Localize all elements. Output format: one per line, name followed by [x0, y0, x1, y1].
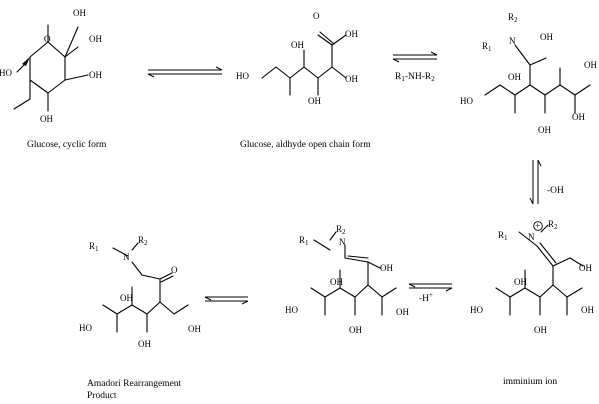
glucose-cyclic-structure — [13, 24, 89, 112]
equilibrium-arrow-2 — [392, 51, 438, 63]
caption-imminium: imminium ion — [503, 377, 557, 387]
condition-minus-oh: -OH — [547, 186, 564, 196]
imminium-r2: R2 — [548, 219, 558, 231]
glucose-open-ho-6: HO — [236, 71, 249, 81]
imminium-oh-2: OH — [514, 277, 527, 287]
caption-amadori-line1: Amadori Rearrangement — [87, 379, 182, 389]
equilibrium-arrow-3 — [529, 159, 542, 205]
imminium-oh-3: OH — [581, 305, 594, 315]
amadori-oh-1: OH — [120, 293, 133, 303]
carbinolamine-r2: R2 — [508, 12, 518, 24]
enol-structure — [310, 231, 397, 316]
glucose-cyclic-ring-o: O — [44, 34, 51, 44]
carbinolamine-r1: R1 — [482, 41, 492, 53]
glucose-cyclic-oh-2: OH — [89, 34, 102, 44]
carbinolamine-oh-4: OH — [572, 112, 585, 122]
glucose-open-oh-4: OH — [345, 74, 358, 84]
enol-r2: R2 — [336, 224, 346, 236]
carbinolamine-oh-5: OH — [538, 125, 551, 135]
glucose-open-o-aldehyde: O — [313, 11, 320, 21]
carbinolamine-structure — [484, 44, 591, 114]
equilibrium-arrow-4 — [408, 283, 453, 292]
imminium-ion-structure — [495, 224, 584, 316]
glucose-open-oh-2: OH — [345, 29, 358, 39]
amadori-n: N — [123, 252, 130, 262]
enol-n: N — [339, 237, 346, 247]
amadori-r1: R1 — [89, 241, 99, 253]
equilibrium-arrow-5 — [204, 296, 249, 305]
equilibrium-arrow-1 — [147, 66, 223, 78]
carbinolamine-n: N — [509, 36, 516, 46]
amadori-oh-2: OH — [188, 324, 201, 334]
caption-glucose-cyclic: Glucose, cyclic form — [27, 139, 107, 150]
carbinolamine-oh-2: OH — [584, 60, 597, 70]
imminium-plus: + — [535, 221, 540, 231]
glucose-cyclic-oh-1: OH — [73, 8, 86, 18]
condition-amine: R1-NH-R2 — [395, 72, 435, 83]
glucose-cyclic-oh-4: OH — [40, 114, 53, 124]
enol-r1: R1 — [299, 235, 309, 247]
carbinolamine-ho-6: HO — [460, 96, 473, 106]
glucose-cyclic-ho-6: HO — [0, 68, 12, 78]
caption-glucose-open: Glucose, aldhyde open chain form — [240, 139, 371, 150]
imminium-n: N — [528, 232, 535, 242]
caption-amadori-line2: Product — [87, 391, 117, 401]
enol-ho-6: HO — [285, 305, 298, 315]
amadori-product-structure — [102, 242, 189, 333]
imminium-oh-1: OH — [579, 263, 592, 273]
carbinolamine-oh-3: OH — [508, 72, 521, 82]
enol-oh-3: OH — [396, 307, 409, 317]
glucose-open-chain-structure — [261, 31, 347, 96]
amadori-ho-6: HO — [79, 323, 92, 333]
enol-oh-2: OH — [330, 277, 343, 287]
glucose-open-oh-3: OH — [291, 40, 304, 50]
glucose-cyclic-oh-3: OH — [89, 70, 102, 80]
condition-minus-h: -H+ — [419, 291, 433, 304]
glucose-open-oh-5: OH — [308, 96, 321, 106]
imminium-ho-6: HO — [470, 305, 483, 315]
amadori-oh-3: OH — [138, 339, 151, 349]
imminium-charge-circle — [533, 221, 543, 231]
enol-oh-1: OH — [380, 263, 393, 273]
amadori-r2: R2 — [138, 235, 148, 247]
imminium-oh-4: OH — [534, 325, 547, 335]
amadori-o-ketone: O — [171, 265, 178, 275]
imminium-r1: R1 — [498, 230, 508, 242]
enol-oh-4: OH — [349, 325, 362, 335]
carbinolamine-oh-1: OH — [540, 32, 553, 42]
